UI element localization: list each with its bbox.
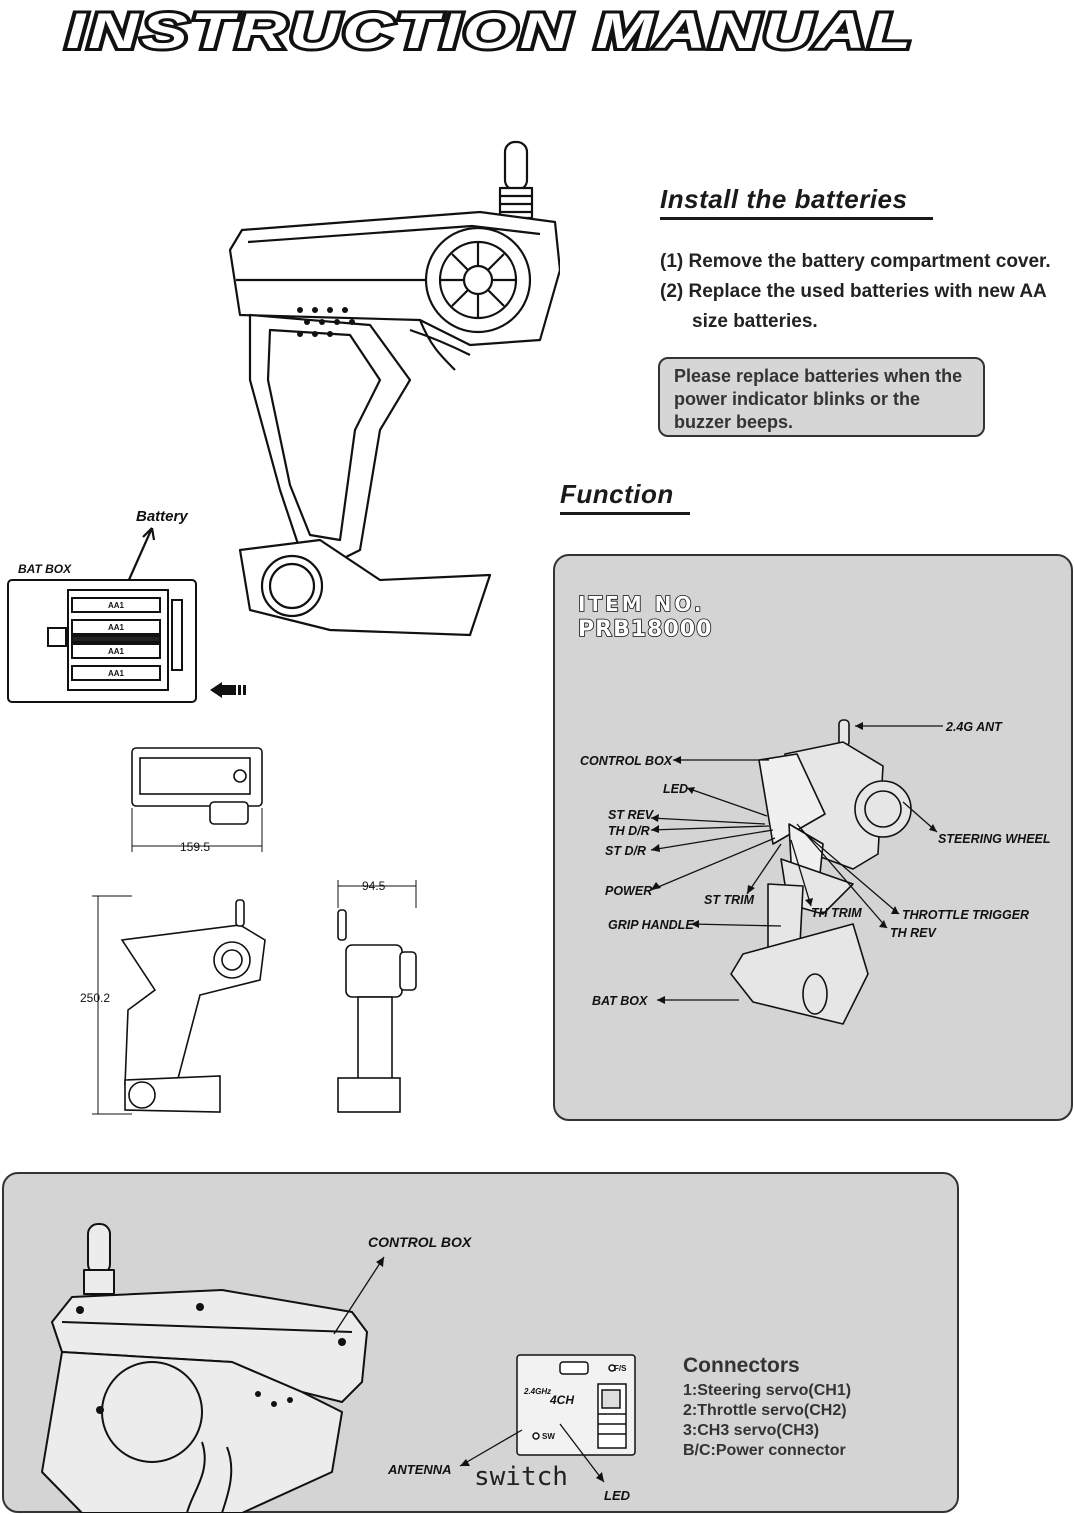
- dimension-depth: 94.5: [362, 879, 386, 893]
- callout-grip-handle: GRIP HANDLE: [608, 918, 694, 932]
- connector-item: 2:Throttle servo(CH2): [683, 1402, 847, 1419]
- bottom-control-box-label: CONTROL BOX: [368, 1234, 472, 1250]
- receiver-sw-label: SW: [542, 1432, 555, 1441]
- function-diagram: [650, 719, 943, 1025]
- connector-item: B/C:Power connector: [683, 1442, 846, 1459]
- bottom-led-label: LED: [604, 1488, 630, 1503]
- item-no-label: ITEM NO.: [577, 591, 705, 617]
- manual-title-text: INSTRUCTION MANUAL: [66, 4, 914, 56]
- function-heading-underline: [560, 512, 690, 515]
- function-heading: Function: [560, 479, 674, 509]
- receiver-channel-label: 4CH: [549, 1393, 574, 1407]
- battery-cell-3-label: AA1: [108, 647, 125, 656]
- callout-control-box: CONTROL BOX: [580, 754, 673, 768]
- install-heading-underline: [660, 217, 933, 220]
- item-no-value: PRB18000: [577, 616, 713, 643]
- callout-power: POWER: [605, 884, 653, 898]
- callout-th-dr: TH D/R: [608, 824, 650, 838]
- bat-box-label: BAT BOX: [18, 562, 72, 576]
- battery-label: Battery: [136, 508, 188, 525]
- connectors-heading: Connectors: [683, 1354, 800, 1377]
- battery-cell-4-label: AA1: [108, 669, 125, 678]
- receiver-diagram: F/S 2.4GHz 4CH SW: [41, 1223, 636, 1513]
- callout-th-trim: TH TRIM: [811, 906, 862, 920]
- callout-throttle-trigger: THROTTLE TRIGGER: [902, 908, 1030, 922]
- receiver-fs-label: F/S: [614, 1364, 627, 1373]
- callout-st-rev: ST REV: [608, 808, 654, 822]
- install-step-2-cont: size batteries.: [692, 311, 818, 332]
- battery-warning-note: Please replace batteries when the power …: [658, 357, 985, 437]
- bottom-antenna-label: ANTENNA: [388, 1462, 452, 1477]
- callout-bat-box: BAT BOX: [592, 994, 648, 1008]
- receiver-band-label: 2.4GHz: [523, 1387, 551, 1396]
- connector-item: 1:Steering servo(CH1): [683, 1382, 852, 1399]
- callout-th-rev: TH REV: [890, 926, 936, 940]
- dimension-height: 250.2: [80, 991, 110, 1005]
- callout-antenna: 2.4G ANT: [946, 720, 1002, 734]
- transmitter-side-illustration: AA1 AA1 AA1 AA1: [7, 140, 560, 703]
- install-heading: Install the batteries: [660, 184, 908, 214]
- install-step-2: (2) Replace the used batteries with new …: [660, 281, 1047, 302]
- manual-title: INSTRUCTION MANUAL: [62, 0, 922, 62]
- install-step-1: (1) Remove the battery compartment cover…: [660, 251, 1051, 272]
- callout-led: LED: [663, 782, 688, 796]
- callout-st-dr: ST D/R: [605, 844, 646, 858]
- dimension-drawings: 159.5 250.2 94.5: [80, 747, 417, 1115]
- battery-cell-2-label: AA1: [108, 623, 125, 632]
- bottom-switch-label: switch: [474, 1462, 568, 1492]
- connector-item: 3:CH3 servo(CH3): [683, 1422, 820, 1439]
- callout-steering-wheel: STEERING WHEEL: [938, 832, 1051, 846]
- callout-st-trim: ST TRIM: [704, 893, 754, 907]
- battery-cell-1-label: AA1: [108, 601, 125, 610]
- dimension-width: 159.5: [180, 840, 210, 854]
